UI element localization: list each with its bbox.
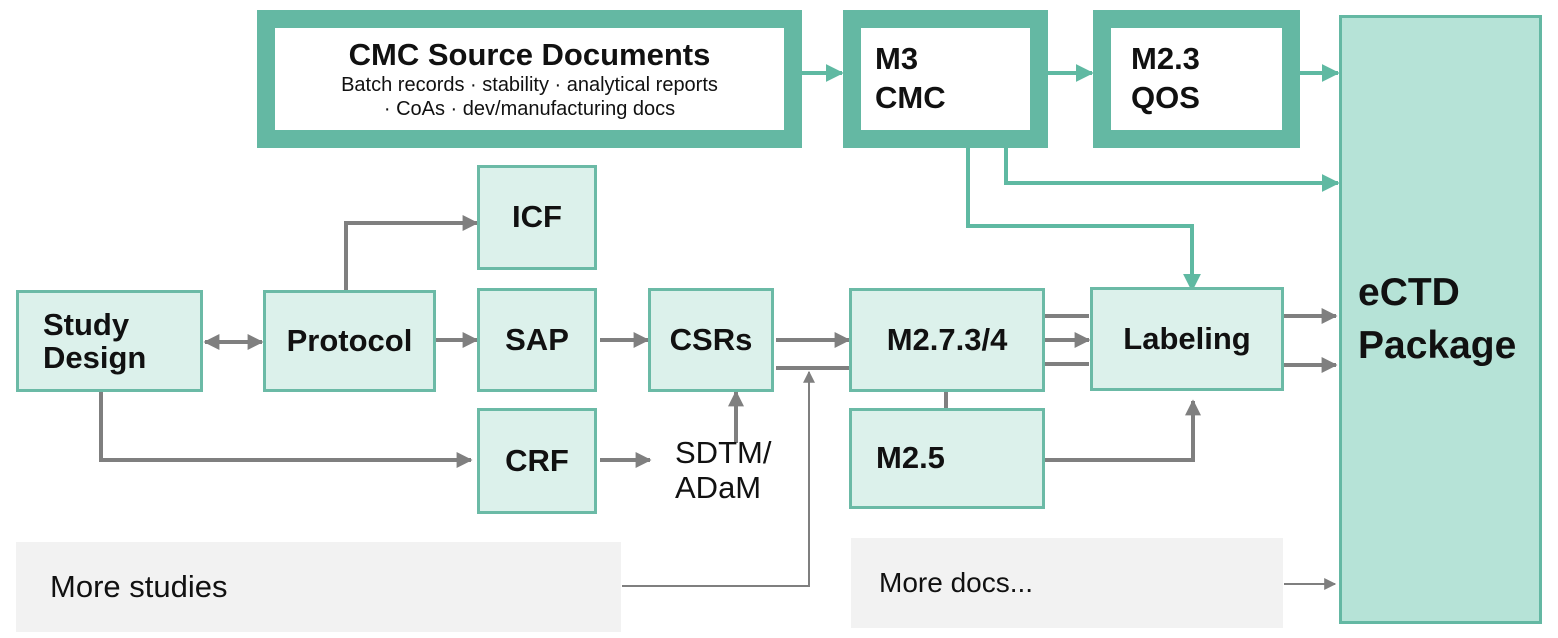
m25-box: M2.5 bbox=[849, 408, 1045, 509]
study-label: Study bbox=[43, 306, 130, 342]
more-docs-box: More docs... bbox=[851, 538, 1283, 628]
m2734-box: M2.7.3/4 bbox=[849, 288, 1045, 392]
ectd-label: eCTD bbox=[1358, 270, 1460, 314]
icf-box: ICF bbox=[477, 165, 597, 270]
more-docs-label: More docs... bbox=[879, 567, 1034, 598]
m25-label: M2.5 bbox=[876, 440, 945, 476]
adam-label: ADaM bbox=[675, 469, 762, 505]
arrow-m3-to-labeling bbox=[966, 148, 1201, 292]
more-studies-box: More studies bbox=[16, 542, 621, 632]
m23-label: M2.3 bbox=[1131, 41, 1200, 77]
crf-label: CRF bbox=[505, 442, 569, 478]
ectd-package-box: eCTD Package bbox=[1339, 15, 1542, 624]
cmc-label: CMC bbox=[875, 80, 946, 115]
teal-connectors bbox=[802, 64, 1340, 292]
csrs-box: CSRs bbox=[648, 288, 774, 392]
m2734-label: M2.7.3/4 bbox=[886, 321, 1008, 357]
sdtm-label: SDTM/ bbox=[675, 435, 772, 470]
cmc-subtitle-line2: · CoAs · dev/manufacturing docs bbox=[383, 97, 676, 120]
design-label: Design bbox=[43, 340, 147, 375]
more-studies-label: More studies bbox=[50, 569, 228, 604]
cmc-source-documents-box: CMC Source Documents Batch records · sta… bbox=[257, 10, 802, 148]
icf-label: ICF bbox=[512, 199, 562, 235]
sdtm-adam-label: SDTM/ ADaM bbox=[675, 435, 772, 505]
m23-qos-box: M2.3 QOS bbox=[1093, 10, 1300, 148]
arrow-m25-labeling bbox=[1045, 399, 1201, 462]
labeling-box: Labeling bbox=[1090, 287, 1284, 391]
protocol-box: Protocol bbox=[263, 290, 436, 392]
package-label: Package bbox=[1358, 323, 1517, 367]
cmc-subtitle-line1: Batch records · stability · analytical r… bbox=[341, 73, 718, 96]
sap-box: SAP bbox=[477, 288, 597, 392]
labeling-label: Labeling bbox=[1123, 320, 1251, 356]
sap-label: SAP bbox=[505, 321, 569, 357]
m3-label: M3 bbox=[875, 41, 919, 77]
m3-cmc-box: M3 CMC bbox=[843, 10, 1048, 148]
study-design-box: Study Design bbox=[16, 290, 203, 392]
arrow-m3-to-ectd bbox=[1004, 148, 1340, 192]
qos-label: QOS bbox=[1131, 80, 1200, 115]
arrow-design-crf bbox=[99, 392, 473, 468]
crf-box: CRF bbox=[477, 408, 597, 514]
gray-connectors bbox=[99, 215, 1338, 468]
protocol-label: Protocol bbox=[286, 322, 413, 358]
csrs-label: CSRs bbox=[669, 321, 753, 357]
cmc-title: CMC Source Documents bbox=[348, 37, 711, 73]
arrow-protocol-icf bbox=[344, 215, 479, 290]
arrow-more-studies bbox=[622, 370, 815, 587]
